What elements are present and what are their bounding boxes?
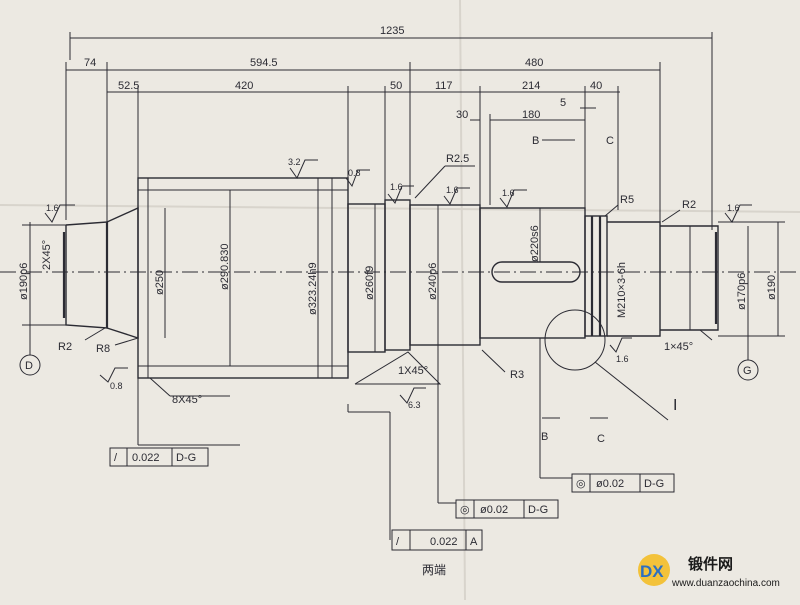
chamfer-right: 1×45°: [664, 341, 693, 353]
tol-value: 0.022: [132, 452, 160, 464]
radius-labels: R2 R8 R2.5 R3 R5 R2 8X45° 1X45° 1×45°: [58, 153, 713, 406]
dim-barrel: 420: [235, 80, 253, 92]
dim-overall: 1235: [380, 25, 404, 37]
dia-323: ø323.24h9: [307, 262, 319, 315]
tol-value: ø0.02: [480, 504, 508, 516]
tolerance-runout-left: / 0.022 D-G: [109, 378, 240, 467]
paper-fold: [0, 204, 800, 213]
radius-r5: R5: [620, 194, 634, 206]
chamfer-mid: 1X45°: [398, 365, 428, 377]
dim-50: 50: [390, 80, 402, 92]
diameter-lines: [22, 178, 785, 378]
section-c-bottom: C: [597, 433, 605, 445]
datum-d: D: [25, 360, 33, 372]
rough-keyed: 1.6: [502, 188, 515, 198]
tolerance-concentric-right: ◎ ø0.02 D-G: [539, 338, 675, 493]
dim-117: 117: [435, 80, 453, 92]
tol-value: ø0.02: [596, 478, 624, 490]
tol-symbol: ◎: [576, 478, 586, 490]
note-both-ends: 两端: [422, 563, 446, 577]
dia-left-journal: ø190p6: [18, 263, 30, 300]
tol-datum: D-G: [176, 452, 196, 464]
detail-mark: I: [673, 397, 677, 414]
dia-190-right: ø190: [766, 275, 778, 300]
rough-mid-bottom: 6.3: [408, 400, 421, 410]
top-dimensions: 1235 74 594.5 480 52.5 420 50 117 214 40…: [65, 25, 713, 230]
dim-main-body: 594.5: [250, 57, 278, 69]
dia-240: ø240p6: [427, 263, 439, 300]
dia-220: ø220s6: [529, 225, 541, 262]
dia-250: ø250: [154, 270, 166, 295]
radius-r2-right: R2: [682, 199, 696, 211]
tol-symbol: /: [114, 452, 118, 464]
shaft-outline: [62, 177, 719, 379]
rough-barrel-top: 3.2: [288, 157, 301, 167]
section-marks: B C B C I: [532, 130, 677, 445]
datum-g: G: [743, 365, 752, 377]
radius-r3: R3: [510, 369, 524, 381]
dim-180: 180: [522, 109, 540, 121]
rough-barrel-end: 0.8: [348, 168, 361, 178]
tol-datum: D-G: [528, 504, 548, 516]
dim-40: 40: [590, 80, 602, 92]
tol-symbol: ◎: [460, 504, 470, 516]
watermark: DX 锻件网 www.duanzaochina.com: [638, 554, 780, 589]
roughness-symbols: 1.6 3.2 0.8 1.6 1.6 1.6 1.6 1.6 0.8 6.3: [44, 157, 752, 410]
watermark-url: www.duanzaochina.com: [671, 578, 780, 589]
tolerance-concentric-mid: ◎ ø0.02 D-G: [437, 345, 559, 519]
datum-markers: D G: [19, 328, 759, 381]
watermark-brand: 锻件网: [688, 555, 733, 573]
rough-left: 1.6: [46, 203, 59, 213]
dim-52-5: 52.5: [118, 80, 139, 92]
dia-170: ø170p6: [736, 273, 748, 310]
dia-260: ø260f9: [364, 266, 376, 300]
chamfer-left: 2X45°: [41, 240, 53, 270]
dim-right-body: 480: [525, 57, 543, 69]
rough-left-bottom: 0.8: [110, 381, 123, 391]
rough-neck: 1.6: [390, 182, 403, 192]
tolerance-runout-bottom: / 0.022 A: [347, 404, 483, 551]
tol-value: 0.022: [430, 536, 458, 548]
watermark-logo-glyph: DX: [640, 562, 664, 581]
section-b-top: B: [532, 135, 539, 147]
dim-5: 5: [560, 97, 566, 109]
dia-290: ø290.830: [219, 244, 231, 290]
rough-seat: 1.6: [446, 185, 459, 195]
thread-spec: M210×3-6h: [616, 262, 628, 318]
rough-thread-bottom: 1.6: [616, 354, 629, 364]
tol-datum: A: [470, 536, 478, 548]
radius-r2-left: R2: [58, 341, 72, 353]
dim-30: 30: [456, 109, 468, 121]
section-c-top: C: [606, 135, 614, 147]
chamfer-barrel: 8X45°: [172, 394, 202, 406]
rough-right: 1.6: [727, 203, 740, 213]
tol-symbol: /: [396, 536, 400, 548]
diameter-labels: ø190p6 2X45° ø250 ø290.830 ø323.24h9 ø26…: [18, 225, 778, 318]
section-b-bottom: B: [541, 431, 548, 443]
watermark-logo-icon: [638, 554, 670, 586]
tol-datum: D-G: [644, 478, 664, 490]
dim-left-step: 74: [84, 57, 96, 69]
radius-r2-5: R2.5: [446, 153, 469, 165]
dim-214: 214: [522, 80, 540, 92]
radius-r8: R8: [96, 343, 110, 355]
